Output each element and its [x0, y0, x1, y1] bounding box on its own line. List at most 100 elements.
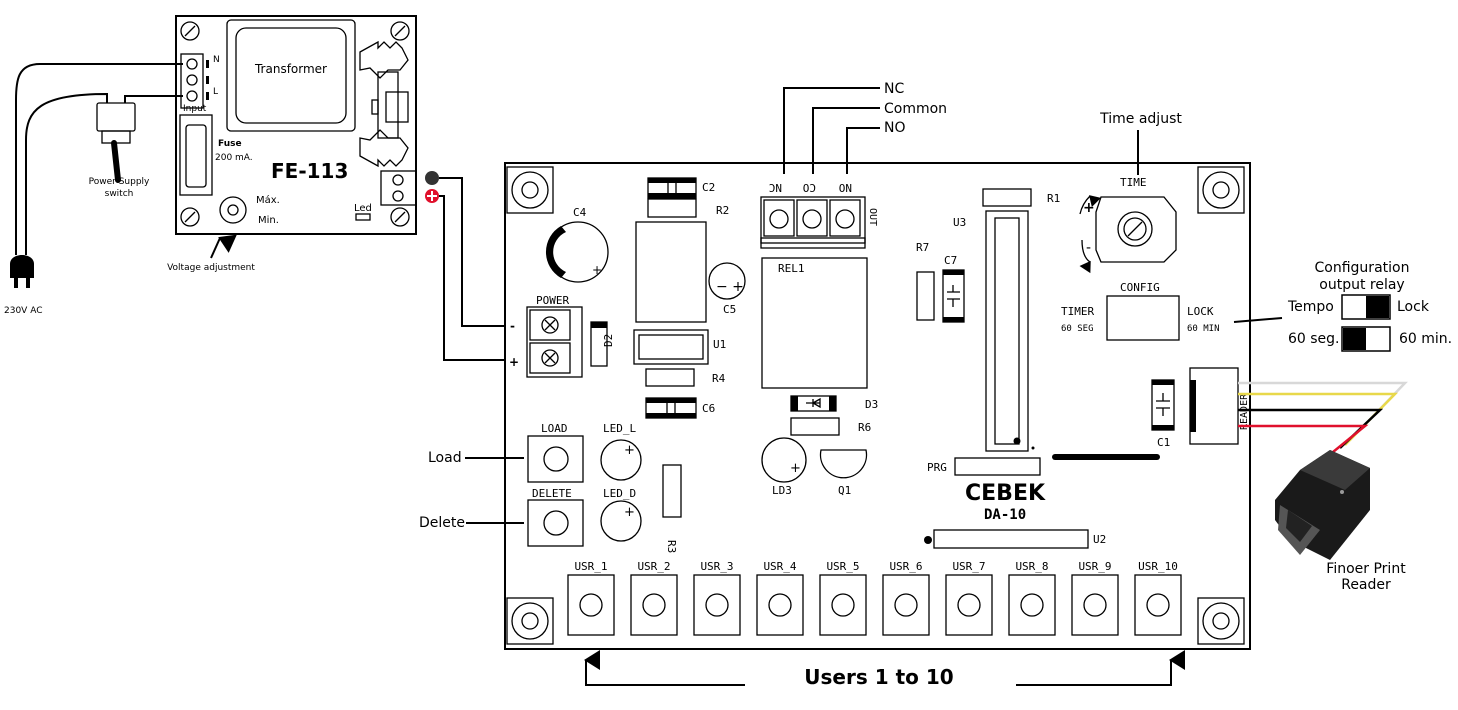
user-button-cap[interactable]: [831, 593, 855, 617]
terminal-co-label: CO: [803, 181, 816, 194]
heat-sink: [359, 40, 409, 168]
user-button-7[interactable]: USR_7: [945, 560, 993, 636]
c5-label: C5: [723, 303, 736, 316]
time-pot: [1095, 196, 1177, 263]
load-label: LOAD: [541, 422, 568, 435]
svg-text:-: -: [1086, 240, 1091, 256]
reader-cable-black: [1238, 408, 1384, 449]
output-terminal: [380, 170, 417, 206]
tempo-label: Tempo: [1287, 299, 1334, 315]
c1-label: C1: [1157, 436, 1170, 449]
config-leader: [1233, 317, 1283, 323]
c4-label: C4: [573, 206, 587, 219]
time-adjust-callout: Time adjust: [1099, 111, 1182, 127]
resistor-r4: [645, 368, 695, 387]
c6-label: C6: [702, 402, 715, 415]
power-label: POWER: [536, 294, 569, 307]
input-terminal: [180, 53, 204, 109]
led-label: Led: [354, 203, 372, 214]
led-ld3: [761, 437, 807, 483]
user-button-cap[interactable]: [642, 593, 666, 617]
u1-label: U1: [713, 338, 726, 351]
user-button-10[interactable]: USR_10: [1134, 560, 1182, 636]
user-button-body[interactable]: [630, 574, 678, 636]
config-callout-2: output relay: [1319, 277, 1404, 293]
fuse-value: 200 mA.: [215, 153, 253, 163]
fingerprint-reader: [1275, 450, 1370, 560]
user-button-cap[interactable]: [1083, 593, 1107, 617]
reader-callout-2: Reader: [1341, 577, 1391, 593]
reader-callout-1: Finoer Print: [1326, 561, 1406, 577]
user-button-body[interactable]: [882, 574, 930, 636]
user-button-cap[interactable]: [705, 593, 729, 617]
power-supply-module: Transformer N L Input Fuse 200 mA. FE-11…: [167, 15, 439, 273]
supply-board-outline: [175, 15, 417, 235]
user-button-6[interactable]: USR_6: [882, 560, 930, 636]
out-label: OUT: [867, 208, 878, 226]
load-button[interactable]: [527, 435, 584, 483]
user-button-cap[interactable]: [894, 593, 918, 617]
user-button-8[interactable]: USR_8: [1008, 560, 1056, 636]
ac-label: 230V AC: [4, 306, 42, 316]
power-switch: [96, 102, 136, 132]
timer-sub-label: 60 SEG: [1061, 324, 1094, 334]
user-button-label: USR_6: [889, 560, 922, 573]
main-board: POWER - + D2 C2 R2 C4 + − + C5 U1 R4: [504, 162, 1251, 650]
user-button-body[interactable]: [1008, 574, 1056, 636]
user-button-4[interactable]: USR_4: [756, 560, 804, 636]
user-button-body[interactable]: [1134, 574, 1182, 636]
d2-label: D2: [602, 334, 615, 347]
config-callout-1: Configuration: [1315, 260, 1410, 276]
user-button-body[interactable]: [693, 574, 741, 636]
user-button-body[interactable]: [756, 574, 804, 636]
user-button-9[interactable]: USR_9: [1071, 560, 1119, 636]
u2-label: U2: [1093, 533, 1106, 546]
timer-label: TIMER: [1061, 305, 1094, 318]
user-button-body[interactable]: [819, 574, 867, 636]
user-button-label: USR_2: [637, 560, 670, 573]
r4-label: R4: [712, 372, 726, 385]
power-terminal: [526, 306, 583, 378]
positive-wire: [439, 195, 510, 361]
delete-callout: Delete: [419, 515, 465, 531]
prg-header: [954, 457, 1041, 476]
user-button-body[interactable]: [945, 574, 993, 636]
ac-plug: [10, 255, 34, 278]
user-button-3[interactable]: USR_3: [693, 560, 741, 636]
resistor-r1: [982, 188, 1032, 207]
relay: [761, 257, 868, 389]
users-arrow-right: [1016, 650, 1185, 686]
user-buttons: USR_1 USR_2 USR_3 USR_4 USR_5 USR_6 USR_7 USR_8…: [567, 560, 1182, 636]
user-button-cap[interactable]: [957, 593, 981, 617]
user-button-body[interactable]: [567, 574, 615, 636]
user-button-1[interactable]: USR_1: [567, 560, 615, 636]
no-callout: NO: [884, 120, 906, 136]
load-callout: Load: [428, 450, 462, 466]
board-mount-holes: [506, 166, 1245, 645]
fuse-label: Fuse: [218, 139, 242, 149]
board-model: DA-10: [984, 507, 1026, 523]
input-label: Input: [183, 104, 207, 114]
led-l-label: LED_L: [603, 422, 636, 435]
user-button-label: USR_5: [826, 560, 859, 573]
min-label: Min.: [258, 215, 279, 226]
user-button-cap[interactable]: [1146, 593, 1170, 617]
user-button-cap[interactable]: [768, 593, 792, 617]
negative-cap: [425, 171, 439, 185]
delete-button[interactable]: [527, 499, 584, 547]
minus-label: -: [510, 319, 515, 333]
user-button-body[interactable]: [1071, 574, 1119, 636]
user-button-2[interactable]: USR_2: [630, 560, 678, 636]
user-button-cap[interactable]: [1020, 593, 1044, 617]
r1-label: R1: [1047, 192, 1060, 205]
user-button-5[interactable]: USR_5: [819, 560, 867, 636]
user-button-label: USR_8: [1015, 560, 1048, 573]
c2-label: C2: [702, 181, 715, 194]
c7-label: C7: [944, 254, 957, 267]
users-arrow-left: [584, 650, 745, 686]
common-callout: Common: [884, 101, 947, 117]
config-label: CONFIG: [1120, 281, 1160, 294]
svg-text:+: +: [1083, 200, 1095, 216]
user-button-cap[interactable]: [579, 593, 603, 617]
